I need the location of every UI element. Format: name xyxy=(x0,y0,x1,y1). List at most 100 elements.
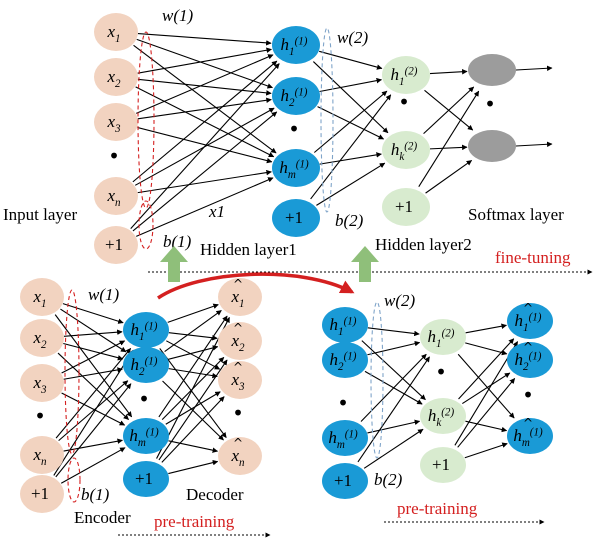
ae2-h-out-edge-0-0 xyxy=(465,323,507,334)
top-in-h1-edge-5-3 xyxy=(136,177,274,237)
ae1-h-out-edge-0-4 xyxy=(159,348,227,439)
top-h1-h2-edge-3-0 xyxy=(313,90,388,153)
ae1-h-out-edge-3-0 xyxy=(158,315,228,418)
top-hidden1-node-4: +1 xyxy=(272,199,320,237)
ae1-in-h-edge-2-3 xyxy=(61,392,126,426)
svg-text:+1: +1 xyxy=(285,208,303,227)
top-h1-h2-edge-1-2 xyxy=(317,106,385,140)
svg-text:^: ^ xyxy=(233,360,243,374)
ae1-input-node-2: x3 xyxy=(20,364,64,402)
ae1-in-h-edge-0-3 xyxy=(54,314,133,418)
top-in-h1-edge-0-3 xyxy=(133,44,277,154)
ae2-h-out-edge-3-1 xyxy=(457,378,516,448)
top-h1-h2-edge-4-2 xyxy=(316,162,386,206)
svg-text:+1: +1 xyxy=(135,469,153,488)
softmax-node-0 xyxy=(468,54,516,86)
svg-text:•: • xyxy=(232,401,244,425)
top-in-h1-edge-2-0 xyxy=(136,54,274,114)
top-in-h1-edge-1-1 xyxy=(137,78,272,96)
top-b1-ellipse xyxy=(138,200,154,250)
svg-text:•: • xyxy=(484,92,496,116)
ae1-output-node-0: x1^ xyxy=(218,277,262,316)
ae2-h-out-edge-2-3 xyxy=(465,420,508,433)
softmax-dots: • xyxy=(484,92,496,116)
ae2-h-out-edge-2-1 xyxy=(462,372,511,405)
softmax-output-0 xyxy=(515,65,553,72)
ae2-hidden-node-3: +1 xyxy=(420,447,466,483)
top-h1-h2-edge-3-2 xyxy=(319,152,382,165)
ae2-h-out-edge-0-1 xyxy=(465,342,508,356)
ae2-w2-ellipse xyxy=(370,301,384,459)
top-h1-h2-edge-1-0 xyxy=(319,77,382,93)
ae1-in-h-edge-2-1 xyxy=(63,367,123,380)
top-w2-label: w(2) xyxy=(337,28,369,47)
svg-text:^: ^ xyxy=(523,340,533,354)
ae1-w1-ellipse xyxy=(64,289,80,455)
ae1-hidden-node-3: hm(1) xyxy=(123,418,169,454)
ae2-output-node-1: h2(1)^ xyxy=(507,340,553,378)
ae1-b1-ellipse xyxy=(67,457,81,503)
ae1-hidden-node-2: • xyxy=(138,387,150,411)
ae1-hidden-node-4: +1 xyxy=(123,461,169,497)
svg-text:+1: +1 xyxy=(334,471,352,490)
pretrain-up-arrow-2 xyxy=(351,246,379,282)
top-w2-ellipse xyxy=(320,27,334,213)
svg-text:x1: x1 xyxy=(106,22,120,45)
ae2-output-node-2: • xyxy=(522,383,534,407)
ae2-hidden-node-1: • xyxy=(435,360,447,384)
top-input-node-5: +1 xyxy=(94,226,138,264)
svg-text:x1: x1 xyxy=(230,287,244,310)
ae2-in-h-edge-4-2 xyxy=(363,428,424,469)
top-hidden2-node-3: +1 xyxy=(382,188,430,226)
svg-text:h2(1): h2(1) xyxy=(515,350,542,373)
ae1-h-out-edge-1-2 xyxy=(168,368,218,379)
svg-text:•: • xyxy=(337,391,349,415)
svg-text:^: ^ xyxy=(233,436,243,450)
ae1-output-node-2: x3^ xyxy=(218,360,262,399)
ae1-in-h-edge-4-0 xyxy=(55,348,132,439)
ae2-in-h-edge-0-2 xyxy=(361,340,426,401)
svg-text:xn: xn xyxy=(32,445,47,468)
top-input-node-3: • xyxy=(108,144,120,168)
ae2-hidden-node-2: hk(2) xyxy=(420,398,466,434)
ae1-input-node-4: xn xyxy=(20,436,64,474)
top-in-h1-edge-1-0 xyxy=(137,47,272,74)
svg-text:h1(1): h1(1) xyxy=(131,320,158,343)
top-input-node-1: x2 xyxy=(94,58,138,96)
svg-text:h2(1): h2(1) xyxy=(281,86,308,109)
ae1-hidden-node-0: h1(1) xyxy=(123,312,169,348)
svg-text:•: • xyxy=(522,383,534,407)
ae1-h-out-edge-1-1 xyxy=(168,345,219,360)
svg-text:x3: x3 xyxy=(106,112,121,135)
ae1-input-node-3: • xyxy=(34,404,46,428)
top-hidden2-node-2: hk(2) xyxy=(382,131,430,169)
weight-group-ellipses xyxy=(64,27,384,503)
top-h2-sm-edge-0-0 xyxy=(429,68,468,75)
top-in-h1-edge-4-3 xyxy=(137,169,272,194)
top-h2-sm-edge-2-1 xyxy=(429,144,468,151)
ae1-in-h-edge-0-1 xyxy=(60,308,127,353)
svg-text:x3: x3 xyxy=(32,373,47,396)
svg-text:^: ^ xyxy=(523,301,533,315)
top-input-node-4: xn xyxy=(94,177,138,215)
ae2-hidden-node-0: h1(2) xyxy=(420,319,466,355)
svg-text:x2: x2 xyxy=(32,328,47,351)
top-input-node-0: x1 xyxy=(94,13,138,51)
top-b2-label: b(2) xyxy=(335,211,364,230)
svg-text:+1: +1 xyxy=(105,235,123,254)
hidden-layer2-label: Hidden layer2 xyxy=(375,235,472,254)
top-h1-h2-edge-4-0 xyxy=(310,94,392,200)
svg-text:xn: xn xyxy=(230,446,245,469)
top-h2-sm-edge-2-0 xyxy=(423,86,475,135)
top-input-node-2: x3 xyxy=(94,103,138,141)
encoder-label: Encoder xyxy=(74,508,131,527)
svg-text:hk(2): hk(2) xyxy=(391,140,418,163)
svg-text:h1(1): h1(1) xyxy=(515,311,542,334)
ae1-in-h-edge-1-1 xyxy=(63,342,124,361)
ae2-in-h-edge-1-0 xyxy=(367,340,421,356)
svg-text:•: • xyxy=(288,117,300,141)
top-w1-ellipse xyxy=(137,31,155,209)
ae1-input-node-0: x1 xyxy=(20,278,64,316)
ae2-h-out-edge-2-0 xyxy=(458,338,515,400)
